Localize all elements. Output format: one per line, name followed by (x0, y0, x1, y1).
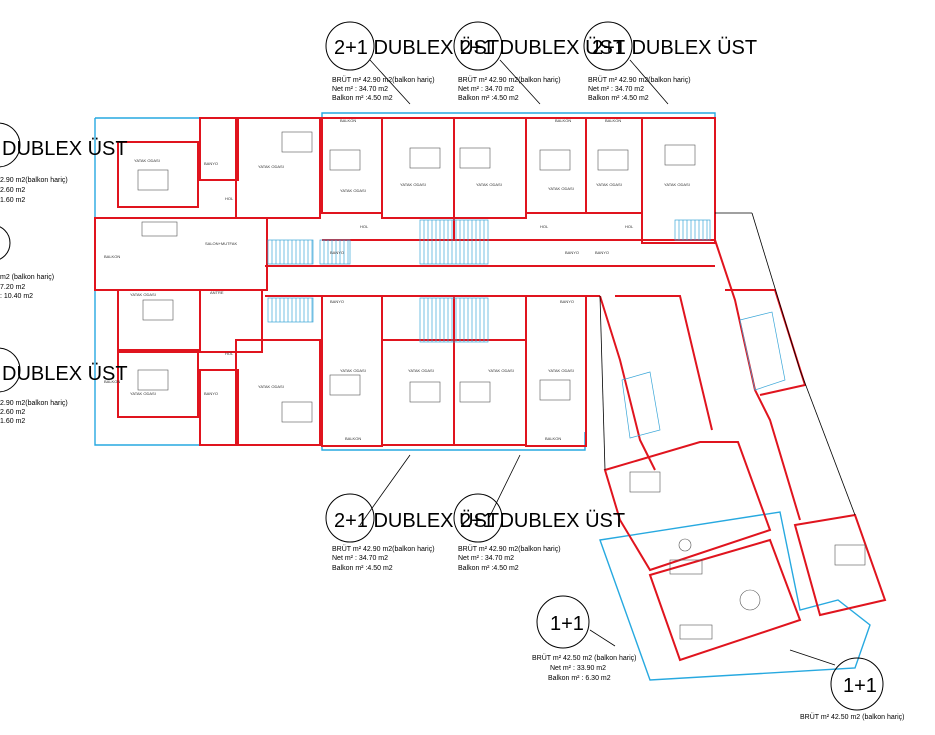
svg-text:Net m² : 33.90 m2: Net m² : 33.90 m2 (550, 665, 606, 672)
svg-text:2.60 m2: 2.60 m2 (0, 409, 25, 416)
room-label-yatak: YATAK ODASI (258, 384, 284, 389)
room-label-yatak: YATAK ODASI (596, 182, 622, 187)
svg-text:7.20 m2: 7.20 m2 (0, 284, 25, 291)
room-label-hol: HOL (540, 224, 549, 229)
svg-text:: 10.40 m2: : 10.40 m2 (0, 293, 33, 300)
room-label-yatak: YATAK ODASI (548, 368, 574, 373)
svg-text:Net m² : 34.70 m2: Net m² : 34.70 m2 (332, 86, 388, 93)
room-label-yatak: YATAK ODASI (548, 186, 574, 191)
svg-text:BRÜT m² 42.90 m2(balkon hariç): BRÜT m² 42.90 m2(balkon hariç) (332, 76, 435, 84)
svg-text:Net m² : 34.70 m2: Net m² : 34.70 m2 (458, 555, 514, 562)
furniture (137, 131, 866, 640)
room-label-yatak: YATAK ODASI (130, 391, 156, 396)
svg-text:BRÜT m² 42.50 m2 (balkon ha: BRÜT m² 42.50 m2 (balkon hariç) (800, 713, 905, 721)
room-label-yatak: YATAK ODASI (476, 182, 502, 187)
room-label-balkon: BALKON (605, 118, 621, 123)
room-label-balkon: BALKON (340, 118, 356, 123)
room-labels: BALKON YATAK ODASI YATAK ODASI YATAK ODA… (104, 118, 690, 441)
leader-lines (359, 59, 836, 666)
room-label-balkon: BALKON (345, 436, 361, 441)
svg-text:Net m² : 34.70 m2: Net m² : 34.70 m2 (458, 86, 514, 93)
svg-text:Balkon m² :4.50 m2: Balkon m² :4.50 m2 (458, 565, 519, 572)
room-label-banyo: BANYO (330, 250, 344, 255)
unit-label-top-1: 2+1 DUBLEX ÜST BRÜT m² 42.90 m2(balkon h… (325, 21, 499, 102)
room-label-yatak: YATAK ODASI (664, 182, 690, 187)
room-label-balkon: BALKON (104, 254, 120, 259)
room-label-hol: HOL (225, 196, 234, 201)
room-label-yatak: YATAK ODASI (258, 164, 284, 169)
unit-label-1plus1-a: 1+1 BRÜT m² 42.50 m2 (balkon hariç) Net … (532, 595, 637, 682)
room-label-hol: HOL (360, 224, 369, 229)
unit-label-top-3: 2+1 DUBLEX ÜST BRÜT m² 42.90 m2(balkon h… (583, 21, 757, 102)
room-label-banyo: BANYO (595, 250, 609, 255)
svg-text:2.90 m2(balkon hariç): 2.90 m2(balkon hariç) (0, 400, 68, 407)
walls-diagonal-wing (599, 239, 887, 662)
walls-left-wing (94, 117, 383, 447)
room-label-banyo: BANYO (565, 250, 579, 255)
svg-text:2.90 m2(balkon hariç): 2.90 m2(balkon hariç) (0, 177, 68, 184)
room-label-antre: ANTRE (210, 290, 224, 295)
room-label-banyo: BANYO (330, 299, 344, 304)
walls-center (265, 117, 716, 447)
svg-text:Net m² : 34.70 m2: Net m² : 34.70 m2 (332, 555, 388, 562)
room-label-balkon: BALKON (545, 436, 561, 441)
svg-text:1.60 m2: 1.60 m2 (0, 418, 25, 425)
svg-text:BRÜT m² 42.90 m2(balkon hariç): BRÜT m² 42.90 m2(balkon hariç) (588, 76, 691, 84)
svg-text:BRÜT m² 42.90 m2(balkon hariç): BRÜT m² 42.90 m2(balkon hariç) (332, 545, 435, 553)
stairs (267, 219, 786, 439)
svg-text:Balkon m² :4.50 m2: Balkon m² :4.50 m2 (588, 95, 649, 102)
room-label-balkon: BALKON (104, 379, 120, 384)
unit-label-left-3: DUBLEX ÜST 2.90 m2(balkon hariç) 2.60 m2… (0, 347, 128, 425)
room-label-banyo: BANYO (560, 299, 574, 304)
room-label-yatak: YATAK ODASI (408, 368, 434, 373)
unit-labels: 2+1 DUBLEX ÜST BRÜT m² 42.90 m2(balkon h… (0, 21, 905, 721)
room-label-yatak: YATAK ODASI (340, 368, 366, 373)
svg-text:m2 (balkon hariç): m2 (balkon hariç) (0, 274, 54, 281)
unit-label-left-2: m2 (balkon hariç) 7.20 m2 : 10.40 m2 (0, 226, 54, 300)
svg-text:2+1 DUBLEX ÜST: 2+1 DUBLEX ÜST (592, 37, 757, 59)
svg-text:DUBLEX ÜST: DUBLEX ÜST (2, 138, 128, 160)
unit-label-1plus1-b: 1+1 BRÜT m² 42.50 m2 (balkon hariç) (800, 657, 905, 721)
svg-text:1+1: 1+1 (550, 613, 584, 635)
room-label-yatak: YATAK ODASI (130, 292, 156, 297)
unit-label-bottom-1: 2+1 DUBLEX ÜST BRÜT m² 42.90 m2(balkon h… (325, 493, 499, 572)
diagonal-wing-edges (599, 212, 856, 516)
svg-text:BRÜT m² 42.90 m2(balkon hariç): BRÜT m² 42.90 m2(balkon hariç) (458, 76, 561, 84)
svg-text:2+1 DUBLEX ÜST: 2+1 DUBLEX ÜST (334, 510, 499, 532)
svg-text:2+1 DUBLEX ÜST: 2+1 DUBLEX ÜST (460, 510, 625, 532)
room-label-hol: HOL (225, 351, 234, 356)
room-label-banyo: BANYO (204, 391, 218, 396)
svg-text:1+1: 1+1 (843, 675, 877, 697)
svg-text:Balkon m² : 6.30 m2: Balkon m² : 6.30 m2 (548, 675, 611, 682)
room-label-balkon: BALKON (555, 118, 571, 123)
room-label-yatak: YATAK ODASI (134, 158, 160, 163)
svg-text:2.60 m2: 2.60 m2 (0, 187, 25, 194)
stair-treads (271, 220, 708, 342)
unit-label-bottom-2: 2+1 DUBLEX ÜST BRÜT m² 42.90 m2(balkon h… (453, 493, 625, 572)
svg-text:1.60 m2: 1.60 m2 (0, 197, 25, 204)
room-label-salon: SALON+MUTFAK (205, 241, 237, 246)
svg-text:BRÜT m² 42.90 m2(balkon hariç): BRÜT m² 42.90 m2(balkon hariç) (458, 545, 561, 553)
svg-text:Balkon m² :4.50 m2: Balkon m² :4.50 m2 (332, 565, 393, 572)
svg-text:DUBLEX ÜST: DUBLEX ÜST (2, 363, 128, 385)
svg-text:Balkon m² :4.50 m2: Balkon m² :4.50 m2 (332, 95, 393, 102)
room-label-yatak: YATAK ODASI (340, 188, 366, 193)
room-label-yatak: YATAK ODASI (400, 182, 426, 187)
svg-text:Balkon m² :4.50 m2: Balkon m² :4.50 m2 (458, 95, 519, 102)
room-label-hol: HOL (625, 224, 634, 229)
svg-text:2+1 DUBLEX ÜST: 2+1 DUBLEX ÜST (334, 37, 499, 59)
unit-label-left-1: DUBLEX ÜST 2.90 m2(balkon hariç) 2.60 m2… (0, 122, 128, 204)
room-label-banyo: BANYO (204, 161, 218, 166)
svg-text:Net m² : 34.70 m2: Net m² : 34.70 m2 (588, 86, 644, 93)
building-frame (94, 112, 871, 681)
room-label-yatak: YATAK ODASI (488, 368, 514, 373)
svg-text:BRÜT m² 42.50 m2 (balkon ha: BRÜT m² 42.50 m2 (balkon hariç) (532, 654, 637, 662)
